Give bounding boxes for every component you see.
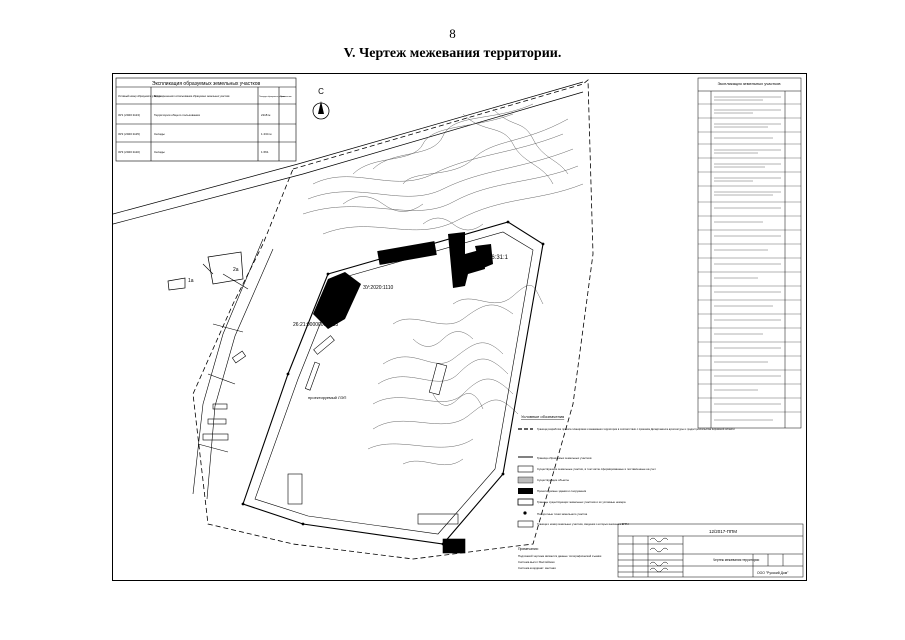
north-arrow-icon — [312, 101, 330, 120]
notes-line-2: Система высот: Балтийская — [518, 560, 555, 564]
right-table-title: Экспликация земельных участков — [717, 81, 780, 86]
plan-label-lot-b: 26:21:0000000:1113 — [293, 322, 338, 328]
notes-line-1: Подложкой чертежа являются данные топогр… — [518, 554, 602, 558]
left-table-row-2-id: ЗУ2 (2020:1115) — [118, 132, 140, 136]
plan-label-small-a: 2а — [233, 267, 239, 273]
title-block — [617, 523, 804, 578]
left-table-row-2-use: Склады — [154, 132, 165, 136]
title-block-sheet-title: Чертеж межевания территории — [713, 558, 759, 562]
signature-scribbles — [649, 537, 669, 573]
right-table-rows — [698, 103, 801, 413]
right-table-text-lines — [714, 96, 781, 421]
existing-structures — [202, 335, 466, 554]
site-plan-drawing: Экспликация образуемых земельных участко… — [112, 77, 804, 578]
left-table-row-1-area: 2118 м — [261, 113, 270, 117]
drawing-sheet: Экспликация образуемых земельных участко… — [112, 73, 807, 581]
title-block-code: 12/2017-ППМ — [709, 529, 737, 534]
notes-line-3: Система координат: местная — [518, 566, 556, 570]
left-table-row-2-area: 1 234 м — [261, 132, 271, 136]
left-table-row-3-id: ЗУ3 (2020:1110) — [118, 150, 140, 154]
legend-item-2: Граница образуемых земельных участков — [537, 456, 592, 460]
left-table-title: Экспликация образуемых земельных участко… — [152, 81, 261, 87]
left-table-row-3-area: 1 661 — [261, 150, 269, 154]
left-table-row-1-use: Территории общего пользования — [154, 113, 200, 117]
outside-parcel — [167, 251, 244, 291]
legend-heading: Условные обозначения — [521, 414, 564, 419]
plan-label-small-b: 1а — [188, 278, 194, 284]
plan-label-lot-c: 16:31:1 — [488, 255, 509, 261]
proposed-buildings — [313, 232, 493, 329]
legend-item-7: Поворотные точки земельного участка — [537, 512, 588, 516]
left-table-col-4: Примечание — [280, 96, 292, 98]
legend-box: Условные обозначения — [517, 414, 564, 528]
left-table-row-1-id: ЗУ1 (2020:1113) — [118, 113, 140, 117]
legend-item-8: Граница и номер земельных участков, свед… — [537, 522, 629, 526]
left-table-col-3: Площадь образуемого участка — [259, 96, 285, 98]
page-title: V. Чертеж межевания территории. — [343, 46, 562, 61]
legend-item-6: Границы существующих земельных участков … — [537, 500, 626, 504]
north-arrow-letter: С — [318, 87, 324, 96]
plan-label-lot-a: ЗУ:2020:1110 — [363, 285, 394, 291]
left-table-col-1: Условный номер образуемого участка — [118, 95, 161, 98]
left-table-col-2: Вид разрешенного использования образуемы… — [154, 95, 230, 98]
road-network — [192, 238, 274, 500]
survey-boundary — [192, 79, 594, 560]
plan-label-road: проектируемый ЛЭП — [308, 395, 347, 400]
notes-heading: Примечания: — [518, 547, 539, 551]
legend-item-4: Существующие объекты — [537, 478, 569, 482]
right-explication-table — [697, 77, 802, 429]
page-number: 8 — [449, 26, 456, 41]
legend-item-3: Существующие земельные участки, в том чи… — [537, 467, 656, 471]
title-block-organization: ООО "Русский Дом" — [757, 571, 789, 575]
left-table-row-3-use: Склады — [154, 150, 165, 154]
legend-item-1: Граница разработки проекта планировки и … — [537, 427, 735, 431]
vertex-points — [241, 220, 545, 546]
left-explication-table — [115, 77, 297, 162]
road-strip — [112, 81, 584, 225]
legend-item-5: Проектируемые здания и сооружения — [537, 489, 587, 493]
